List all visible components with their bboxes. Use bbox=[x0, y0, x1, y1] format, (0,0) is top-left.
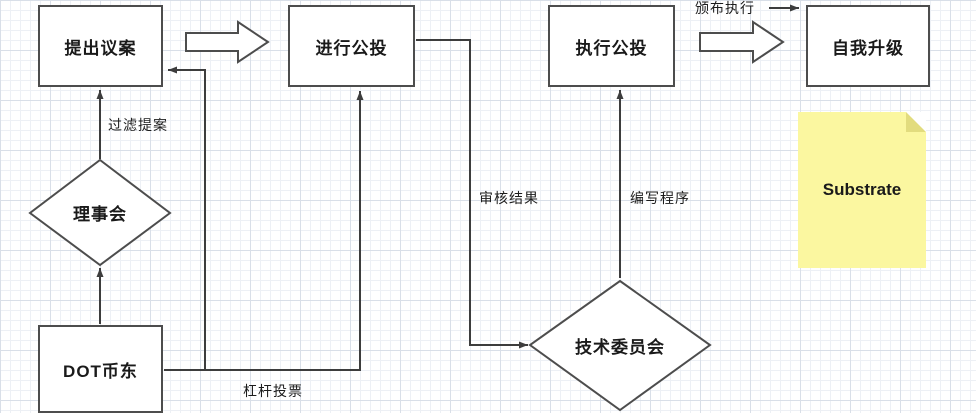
node-execute: 执行公投 bbox=[548, 5, 675, 87]
edge-label-review-result: 审核结果 bbox=[479, 190, 539, 206]
node-upgrade: 自我升级 bbox=[806, 5, 930, 87]
node-council-label: 理事会 bbox=[73, 205, 127, 224]
edge-label-write-program: 编写程序 bbox=[630, 190, 690, 206]
edge-dot-to-referendum bbox=[164, 91, 364, 371]
substrate-note-label: Substrate bbox=[822, 180, 902, 199]
node-dot-holder: DOT币东 bbox=[38, 325, 163, 413]
node-referendum-label: 进行公投 bbox=[315, 38, 388, 58]
node-tech-committee-label: 技术委员会 bbox=[575, 338, 665, 357]
block-arrow-propose-to-referendum bbox=[185, 20, 270, 64]
edge-label-leverage-vote: 杠杆投票 bbox=[243, 383, 303, 399]
node-referendum: 进行公投 bbox=[288, 5, 415, 87]
node-propose: 提出议案 bbox=[38, 5, 163, 87]
council-diamond-shape bbox=[28, 158, 172, 267]
edge-label-publish-execute: 颁布执行 bbox=[695, 0, 755, 16]
node-execute-label: 执行公投 bbox=[575, 38, 648, 58]
node-dot-holder-label: DOT币东 bbox=[63, 361, 138, 381]
tech-committee-diamond-shape bbox=[528, 279, 712, 412]
substrate-note: Substrate bbox=[798, 112, 926, 268]
node-propose-label: 提出议案 bbox=[64, 38, 137, 58]
node-council: 理事会 bbox=[30, 160, 170, 265]
edge-label-filter-proposal: 过滤提案 bbox=[108, 117, 168, 133]
node-tech-committee: 技术委员会 bbox=[530, 281, 710, 410]
edge-branch-to-propose bbox=[168, 66, 206, 370]
node-upgrade-label: 自我升级 bbox=[832, 38, 904, 58]
note-folded-corner-icon bbox=[906, 112, 926, 132]
block-arrow-execute-to-upgrade bbox=[699, 20, 785, 64]
